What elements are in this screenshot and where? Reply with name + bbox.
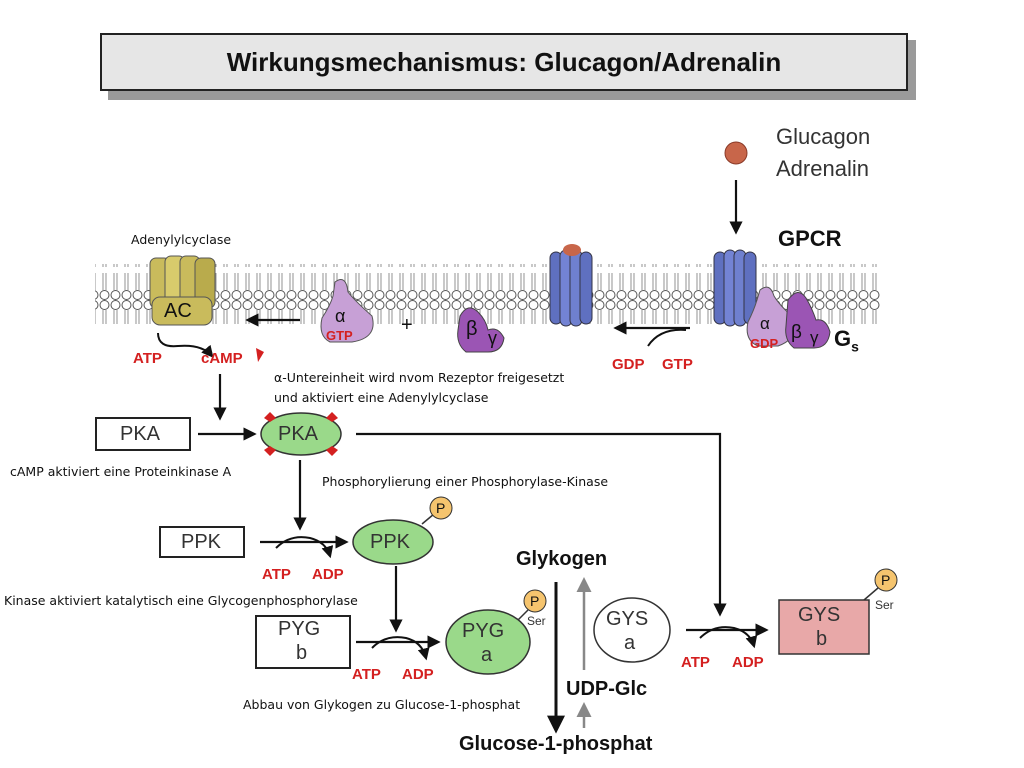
atp-pyg-label: ATP xyxy=(352,666,381,683)
pyg-a-line1: PYG xyxy=(462,620,505,642)
glucose-1-phosphat-label: Glucose-1-phosphat xyxy=(459,733,653,755)
atp-gys-label: ATP xyxy=(681,654,710,671)
adenylylcyclase-label: Adenylylcyclase xyxy=(131,232,232,247)
alpha-symbol-complex: α xyxy=(760,314,770,333)
note-kinase-pyg: Kinase aktiviert katalytisch eine Glycog… xyxy=(4,593,358,608)
g-protein-complex xyxy=(746,286,831,349)
gamma-symbol-complex: γ xyxy=(810,328,819,347)
note-breakdown: Abbau von Glykogen zu Glucose-1-phosphat xyxy=(243,697,521,712)
beta-symbol: β xyxy=(466,318,478,340)
glykogen-label: Glykogen xyxy=(516,548,608,570)
pyg-b-box xyxy=(255,615,351,669)
pyg-b-line2: b xyxy=(296,642,308,664)
alpha-symbol: α xyxy=(335,306,346,326)
gtp-alpha-label: GTP xyxy=(326,328,353,343)
ppk-p-label: P xyxy=(436,500,446,516)
atp-ppk-label: ATP xyxy=(262,566,291,583)
gpcr-inactive xyxy=(549,244,593,327)
gtp-exchange-label: GTP xyxy=(662,356,693,373)
camp-label: cAMP xyxy=(201,350,243,367)
ligand-ball xyxy=(724,141,748,165)
pyg-ser-label: Ser xyxy=(527,614,546,628)
pyg-a-active xyxy=(445,609,531,675)
pyg-phosphate xyxy=(523,589,547,613)
gys-p-label: P xyxy=(881,572,891,588)
gys-a-line2: a xyxy=(624,632,636,654)
gdp-complex-label: GDP xyxy=(750,336,779,351)
ppk-active xyxy=(352,519,434,565)
adenylylcyclase-protein xyxy=(149,255,216,326)
adp-gys-label: ADP xyxy=(732,654,764,671)
gys-b-line2: b xyxy=(816,628,828,650)
pka-active xyxy=(260,412,342,456)
atp-ac-label: ATP xyxy=(133,350,162,367)
pyg-a-line2: a xyxy=(481,644,493,666)
pyg-p-label: P xyxy=(530,593,540,609)
ac-label: AC xyxy=(164,300,192,322)
note-camp-pka: cAMP aktiviert eine Proteinkinase A xyxy=(10,464,232,479)
gys-b-line1: GYS xyxy=(798,604,841,626)
gs-label: Gs xyxy=(834,326,859,355)
ppk-inactive-label: PPK xyxy=(181,531,222,553)
gys-phosphate xyxy=(874,568,898,592)
pka-inactive-box xyxy=(95,417,191,451)
gys-a-line1: GYS xyxy=(606,608,649,630)
note-alpha-release-2: und aktiviert eine Adenylylcyclase xyxy=(274,390,489,405)
note-alpha-release-1: α-Untereinheit wird nvom Rezeptor freige… xyxy=(274,370,565,385)
pyg-b-line1: PYG xyxy=(278,618,321,640)
plus-sign: + xyxy=(401,314,413,336)
ppk-phosphate xyxy=(429,496,453,520)
beta-symbol-complex: β xyxy=(791,322,802,343)
ppk-inactive-box xyxy=(159,526,245,558)
gamma-symbol: γ xyxy=(488,328,497,348)
pka-active-label: PKA xyxy=(278,423,319,445)
gys-a xyxy=(593,597,671,663)
adp-ppk-label: ADP xyxy=(312,566,344,583)
udp-glc-label: UDP-Glc xyxy=(566,678,648,700)
g-beta-gamma xyxy=(457,307,505,353)
note-phosphorylation: Phosphorylierung einer Phosphorylase-Kin… xyxy=(322,474,609,489)
gys-b-box xyxy=(778,599,870,655)
gdp-exchange-label: GDP xyxy=(612,356,645,373)
g-alpha-gtp xyxy=(320,279,374,343)
gpcr-label: GPCR xyxy=(778,226,842,251)
ligand-label-adrenalin: Adrenalin xyxy=(776,156,869,181)
pka-inactive-label: PKA xyxy=(120,423,161,445)
page-title: Wirkungsmechanismus: Glucagon/Adrenalin xyxy=(100,33,908,91)
ppk-active-label: PPK xyxy=(370,531,411,553)
ligand-label-glucagon: Glucagon xyxy=(776,124,871,149)
gys-ser-label: Ser xyxy=(875,598,894,612)
gpcr-active xyxy=(713,249,757,327)
adp-pyg-label: ADP xyxy=(402,666,434,683)
